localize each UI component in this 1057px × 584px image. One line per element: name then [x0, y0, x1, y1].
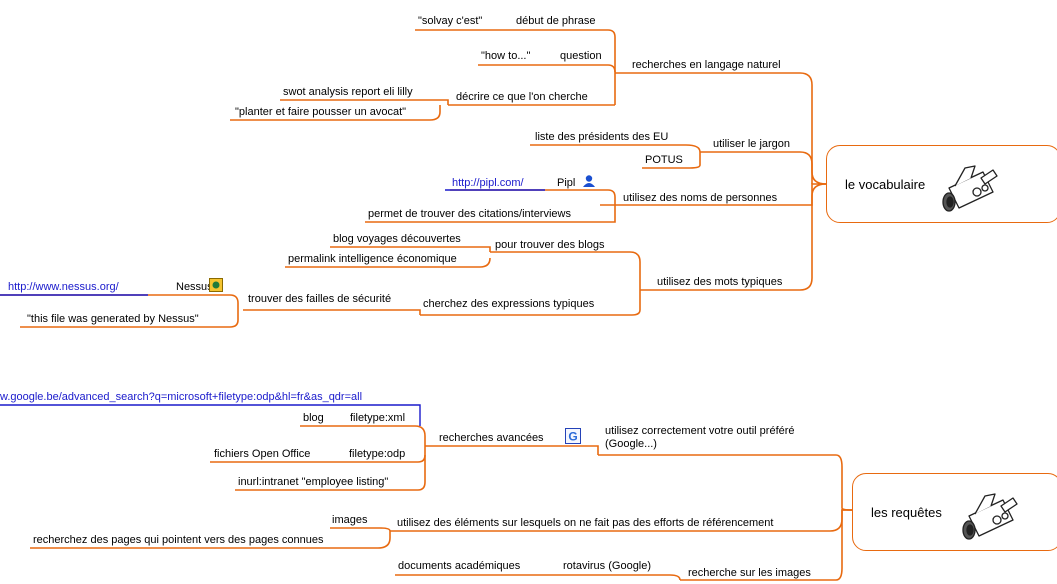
branch-line-langage: [615, 72, 827, 185]
line-failles: [243, 309, 421, 315]
node-title: les requêtes: [871, 505, 942, 520]
example-swot[interactable]: swot analysis report eli lilly: [283, 86, 413, 98]
topic-debut-phrase[interactable]: début de phrase: [516, 15, 596, 27]
topic-failles[interactable]: trouver des failles de sécurité: [248, 293, 392, 305]
topic-pipl[interactable]: Pipl: [557, 177, 576, 189]
topic-expressions[interactable]: cherchez des expressions typiques: [423, 298, 595, 310]
example-how-to[interactable]: "how to...": [481, 50, 531, 62]
person-icon: [583, 175, 595, 187]
line-ex-avocat: [230, 105, 441, 121]
example-potus[interactable]: POTUS: [645, 154, 683, 166]
topic-noms-personnes[interactable]: utilisez des noms de personnes: [623, 192, 778, 204]
nessus-icon: [209, 278, 223, 292]
example-documents-academiques[interactable]: documents académiques: [398, 560, 521, 572]
line-pipl: [365, 189, 616, 223]
link-nessus[interactable]: http://www.nessus.org/: [8, 281, 119, 293]
topic-filetype-odp[interactable]: filetype:odp: [349, 448, 406, 460]
branch-line-jargon: [700, 151, 813, 184]
example-inurl[interactable]: inurl:intranet "employee listing": [238, 476, 389, 488]
topic-decrire[interactable]: décrire ce que l'on cherche: [456, 91, 588, 103]
line-images: [330, 527, 391, 532]
topic-filetype-xml[interactable]: filetype:xml: [350, 412, 406, 424]
example-blog[interactable]: blog: [303, 412, 324, 424]
node-vocabulaire[interactable]: le vocabulaire: [826, 145, 1057, 223]
example-presidents[interactable]: liste des présidents des EU: [535, 131, 669, 143]
line-pages: [30, 531, 391, 549]
topic-recherches-avancees[interactable]: recherches avancées: [439, 432, 544, 444]
example-nessus-file[interactable]: "this file was generated by Nessus": [27, 313, 199, 325]
topic-images[interactable]: images: [332, 514, 368, 526]
topic-question[interactable]: question: [560, 50, 602, 62]
line-inurl: [235, 446, 426, 491]
topic-citations[interactable]: permet de trouver des citations/intervie…: [368, 208, 571, 220]
example-avocat[interactable]: "planter et faire pousser un avocat": [235, 106, 407, 118]
example-permalink[interactable]: permalink intelligence économique: [288, 253, 457, 265]
topic-recherche-images[interactable]: recherche sur les images: [688, 567, 811, 579]
link-google-advanced[interactable]: w.google.be/advanced_search?q=microsoft+…: [0, 391, 363, 403]
line-jargon-ex: [530, 144, 701, 169]
line-debut: [505, 29, 616, 105]
branch-line-images: [680, 509, 852, 581]
example-pages-connues[interactable]: recherchez des pages qui pointent vers d…: [33, 534, 324, 546]
topic-outil-prefere-2[interactable]: (Google...): [605, 438, 657, 450]
line-blogs-ex1: [330, 246, 491, 252]
branch-line-avancees: [598, 454, 853, 511]
node-title: le vocabulaire: [845, 177, 926, 192]
example-solvay[interactable]: "solvay c'est": [418, 15, 483, 27]
line-blogs: [420, 251, 641, 316]
topic-rotavirus[interactable]: rotavirus (Google): [563, 560, 652, 572]
line-adv-google: [582, 445, 599, 455]
link-pipl[interactable]: http://pipl.com/: [452, 177, 524, 189]
example-blog-voyages[interactable]: blog voyages découvertes: [333, 233, 461, 245]
line-nessus: [0, 294, 239, 328]
topic-blogs[interactable]: pour trouver des blogs: [495, 239, 605, 251]
svg-text:G: G: [568, 430, 577, 444]
line-url-google: [0, 404, 421, 426]
line-ft-xml: [300, 425, 426, 446]
example-open-office[interactable]: fichiers Open Office: [214, 448, 311, 460]
camera-icon: [942, 165, 998, 212]
topic-outil-prefere-1[interactable]: utilisez correctement votre outil préfér…: [605, 425, 795, 437]
node-requetes[interactable]: les requêtes: [852, 473, 1057, 551]
branch-line-typiques: [640, 183, 827, 291]
camera-icon: [962, 493, 1018, 540]
line-blogs-ex2: [285, 257, 491, 268]
topic-nessus[interactable]: Nessus: [176, 281, 213, 293]
topic-elements-referencement[interactable]: utilisez des éléments sur lesquels on ne…: [397, 517, 774, 529]
google-icon: G: [565, 428, 581, 444]
line-ex-swot: [280, 99, 449, 105]
topic-mots-typiques[interactable]: utilisez des mots typiques: [657, 276, 783, 288]
line-question: [548, 64, 616, 73]
topic-langage-naturel[interactable]: recherches en langage naturel: [632, 59, 781, 71]
line-docs: [395, 574, 681, 581]
topic-jargon[interactable]: utiliser le jargon: [713, 138, 791, 150]
